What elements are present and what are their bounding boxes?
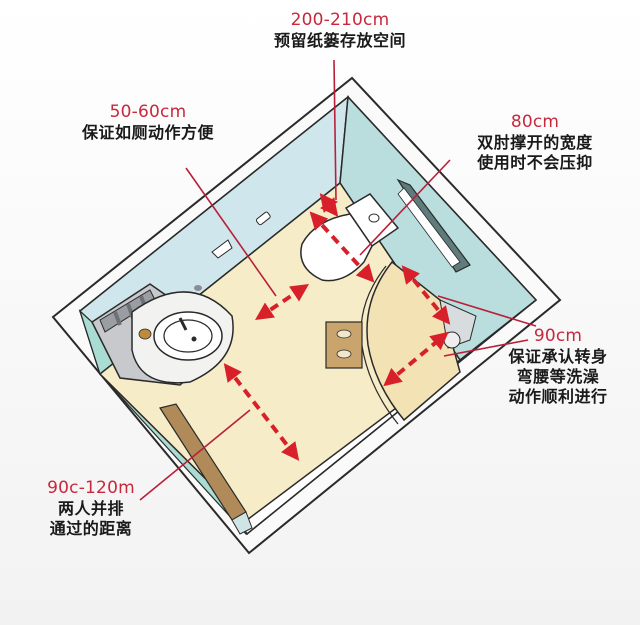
annotation-right: 80cm 双肘撑开的宽度 使用时不会压抑 — [450, 112, 620, 173]
dimension-value: 90cm — [533, 326, 583, 346]
washbasin — [91, 283, 234, 386]
annotation-description: 预留纸篓存放空间 — [273, 31, 406, 51]
annotation-description: 使用时不会压抑 — [477, 153, 593, 173]
annotation-description: 弯腰等洗澡 — [516, 367, 600, 387]
annotation-top: 200-210cm 预留纸篓存放空间 — [250, 10, 430, 51]
annotation-description: 通过的距离 — [49, 519, 133, 539]
leader-lines — [139, 59, 537, 501]
annotation-bottom-left: 90c-120m 两人并排 通过的距离 — [6, 478, 176, 539]
annotation-description: 保证如厕动作方便 — [81, 123, 214, 143]
annotation-bottom-right: 90cm 保证承认转身 弯腰等洗澡 动作顺利进行 — [478, 326, 638, 407]
dimension-value: 50-60cm — [109, 102, 187, 122]
annotation-description: 双肘撑开的宽度 — [477, 133, 593, 153]
annotation-description: 两人并排 — [57, 499, 124, 519]
dimension-value: 200-210cm — [290, 10, 390, 30]
dimension-value: 80cm — [510, 112, 560, 132]
door — [159, 403, 253, 535]
dimension-value: 90c-120m — [47, 478, 135, 498]
annotation-description: 保证承认转身 — [508, 347, 608, 367]
radiator-shelf — [396, 178, 471, 273]
annotation-description: 动作顺利进行 — [508, 387, 608, 407]
bath-mat — [325, 321, 363, 369]
toilet-paper-holder — [211, 211, 271, 259]
annotation-left: 50-60cm 保证如厕动作方便 — [58, 102, 238, 143]
dimension-arrows — [223, 193, 451, 461]
